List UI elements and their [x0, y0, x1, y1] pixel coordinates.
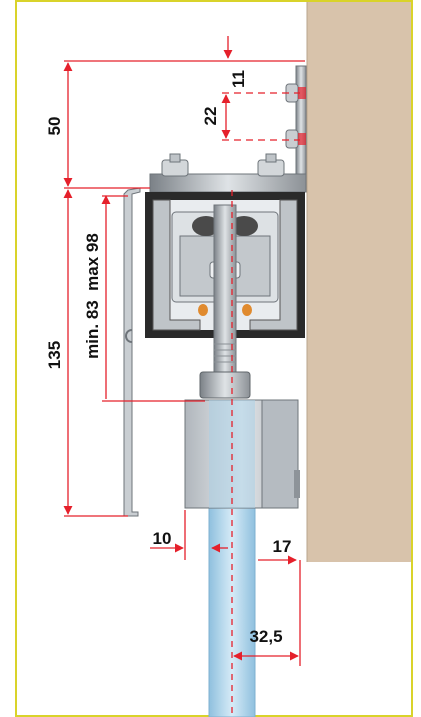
fascia-cover	[123, 187, 141, 517]
dimension-label-135: 135	[45, 341, 64, 369]
glass-clamp	[184, 399, 300, 509]
hex-nut	[199, 371, 251, 399]
bracket-screw-right	[257, 153, 285, 177]
dimension-label-10: 10	[153, 529, 172, 548]
threaded-rod	[213, 204, 237, 374]
dimension-label-32-5: 32,5	[249, 627, 282, 646]
dimension-lines	[63, 36, 305, 666]
bracket-screw-left	[161, 153, 189, 177]
dimension-label-17: 17	[273, 537, 292, 556]
dimension-label-22: 22	[201, 107, 220, 126]
wall-bolt-lower	[285, 129, 306, 149]
wall-bracket-horizontal	[149, 173, 307, 193]
dimension-label-adjust-range: min. 83 max 98	[83, 233, 102, 359]
wall	[307, 2, 412, 562]
dimension-label-11: 11	[229, 70, 248, 88]
dimension-label-50: 50	[45, 117, 64, 136]
fascia-clip	[125, 329, 133, 343]
